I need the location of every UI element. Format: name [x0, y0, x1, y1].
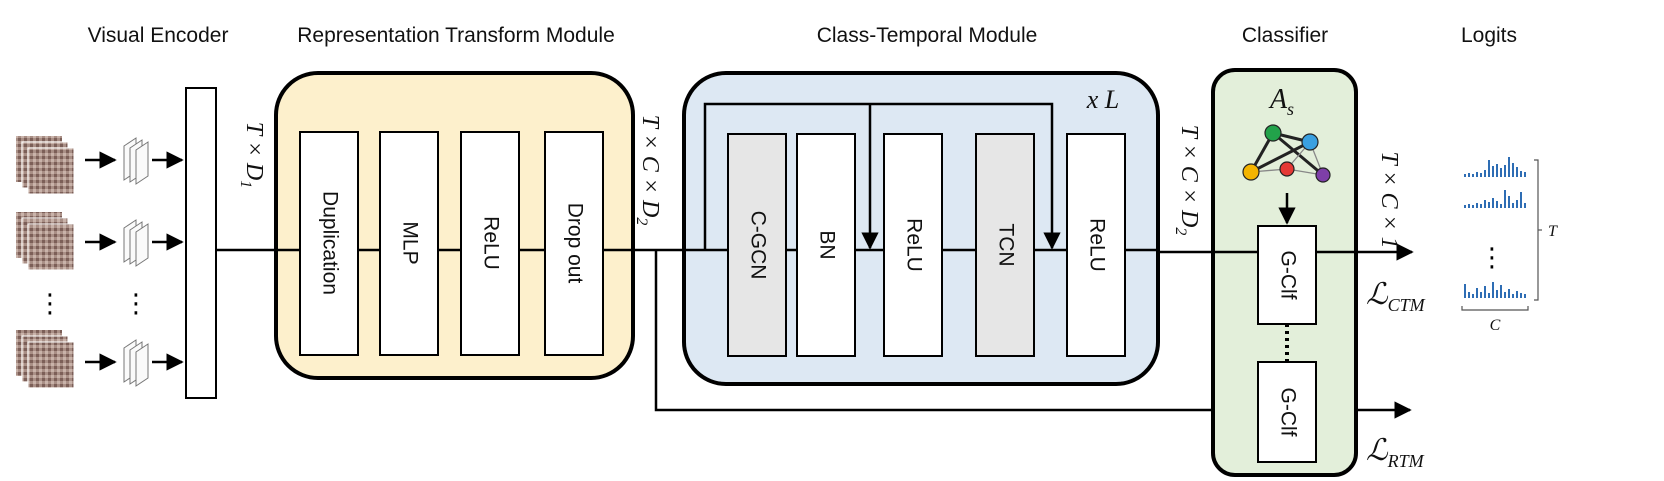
adjacency-graph-icon: [1242, 124, 1331, 183]
logits-panel: ⋮ T C: [1461, 157, 1558, 334]
feature-cubes: [123, 137, 149, 387]
svg-text:T × D1: T × D1: [237, 122, 267, 188]
logits-c-label: C: [1490, 317, 1501, 334]
header-visual-encoder: Visual Encoder: [88, 24, 229, 47]
logits-ellipsis: ⋮: [1479, 242, 1505, 272]
visual-encoder-bar: [185, 87, 217, 399]
feature-to-encoder-arrows: [152, 151, 184, 371]
ctm-block-cgcn-label: C-GCN: [746, 211, 769, 280]
ctm-block-bn-label: BN: [815, 230, 838, 259]
dim-label-d2-after-rtm: T × C × D2: [633, 115, 663, 226]
logits-row-3: [1464, 282, 1526, 298]
features-ellipsis: ⋮: [123, 288, 149, 318]
ctm-block-tcn-label: TCN: [994, 223, 1017, 266]
ctm-block-bn: BN: [796, 133, 856, 357]
graph-label: As: [1268, 84, 1294, 119]
gclf-block-rtm: G-Clf: [1257, 361, 1317, 463]
rtm-block-dropout-label: Drop out: [563, 203, 586, 284]
frame-to-feature-arrows: [85, 151, 117, 371]
video-frame-stack-2: [16, 212, 75, 271]
rtm-block-duplication-label: Duplication: [318, 191, 341, 295]
dim-label-d1: T × D1: [237, 122, 267, 188]
ctm-block-relu-2: ReLU: [1066, 133, 1126, 357]
ctm-skip-connections: [703, 102, 1061, 250]
ctm-block-tcn: TCN: [975, 133, 1035, 357]
dim-label-d2-after-ctm: T × C × D2: [1172, 125, 1202, 236]
logits-t-bracket: [1534, 159, 1539, 301]
dim-label-output: T × C × 1: [1376, 151, 1402, 248]
rtm-block-mlp: MLP: [379, 131, 439, 356]
gclf-block-ctm-label: G-Clf: [1276, 251, 1299, 300]
loss-ctm-label: ℒCTM: [1366, 278, 1426, 315]
feature-cube-2: [123, 219, 149, 267]
loss-rtm-label: ℒRTM: [1366, 434, 1425, 471]
feature-cube-1: [123, 137, 149, 185]
ctm-block-cgcn: C-GCN: [727, 133, 787, 357]
logits-row-2: [1464, 190, 1526, 208]
video-frame-stack-1: [16, 136, 75, 195]
header-ctm: Class-Temporal Module: [817, 24, 1038, 47]
video-frame-stack-3: [16, 330, 75, 389]
ctm-block-relu-2-label: ReLU: [1085, 218, 1108, 272]
rtm-block-mlp-label: MLP: [398, 221, 421, 264]
feature-cube-3: [123, 339, 149, 387]
rtm-block-relu-label: ReLU: [479, 216, 502, 270]
header-logits: Logits: [1461, 24, 1517, 47]
logits-row-1: [1464, 157, 1526, 177]
ctm-block-relu-1-label: ReLU: [902, 218, 925, 272]
frames-ellipsis: ⋮: [37, 288, 63, 318]
header-rtm: Representation Transform Module: [297, 24, 615, 47]
rtm-block-duplication: Duplication: [299, 131, 359, 356]
ctm-repeat-label: x L: [1086, 85, 1120, 114]
gclf-block-rtm-label: G-Clf: [1276, 388, 1299, 437]
ctm-block-relu-1: ReLU: [883, 133, 943, 357]
svg-text:T × C × D2: T × C × D2: [633, 115, 663, 226]
logits-t-label: T: [1548, 223, 1558, 240]
gclf-block-ctm: G-Clf: [1257, 225, 1317, 325]
header-classifier: Classifier: [1242, 24, 1328, 47]
rtm-bypass-branch: [654, 250, 1412, 419]
logits-c-bracket: [1461, 306, 1529, 311]
input-frames: ⋮: [16, 136, 75, 389]
rtm-block-relu: ReLU: [460, 131, 520, 356]
svg-text:T × C × 1: T × C × 1: [1376, 151, 1402, 248]
svg-text:T × C × D2: T × C × D2: [1172, 125, 1202, 236]
rtm-container: [274, 71, 635, 380]
rtm-block-dropout: Drop out: [544, 131, 604, 356]
